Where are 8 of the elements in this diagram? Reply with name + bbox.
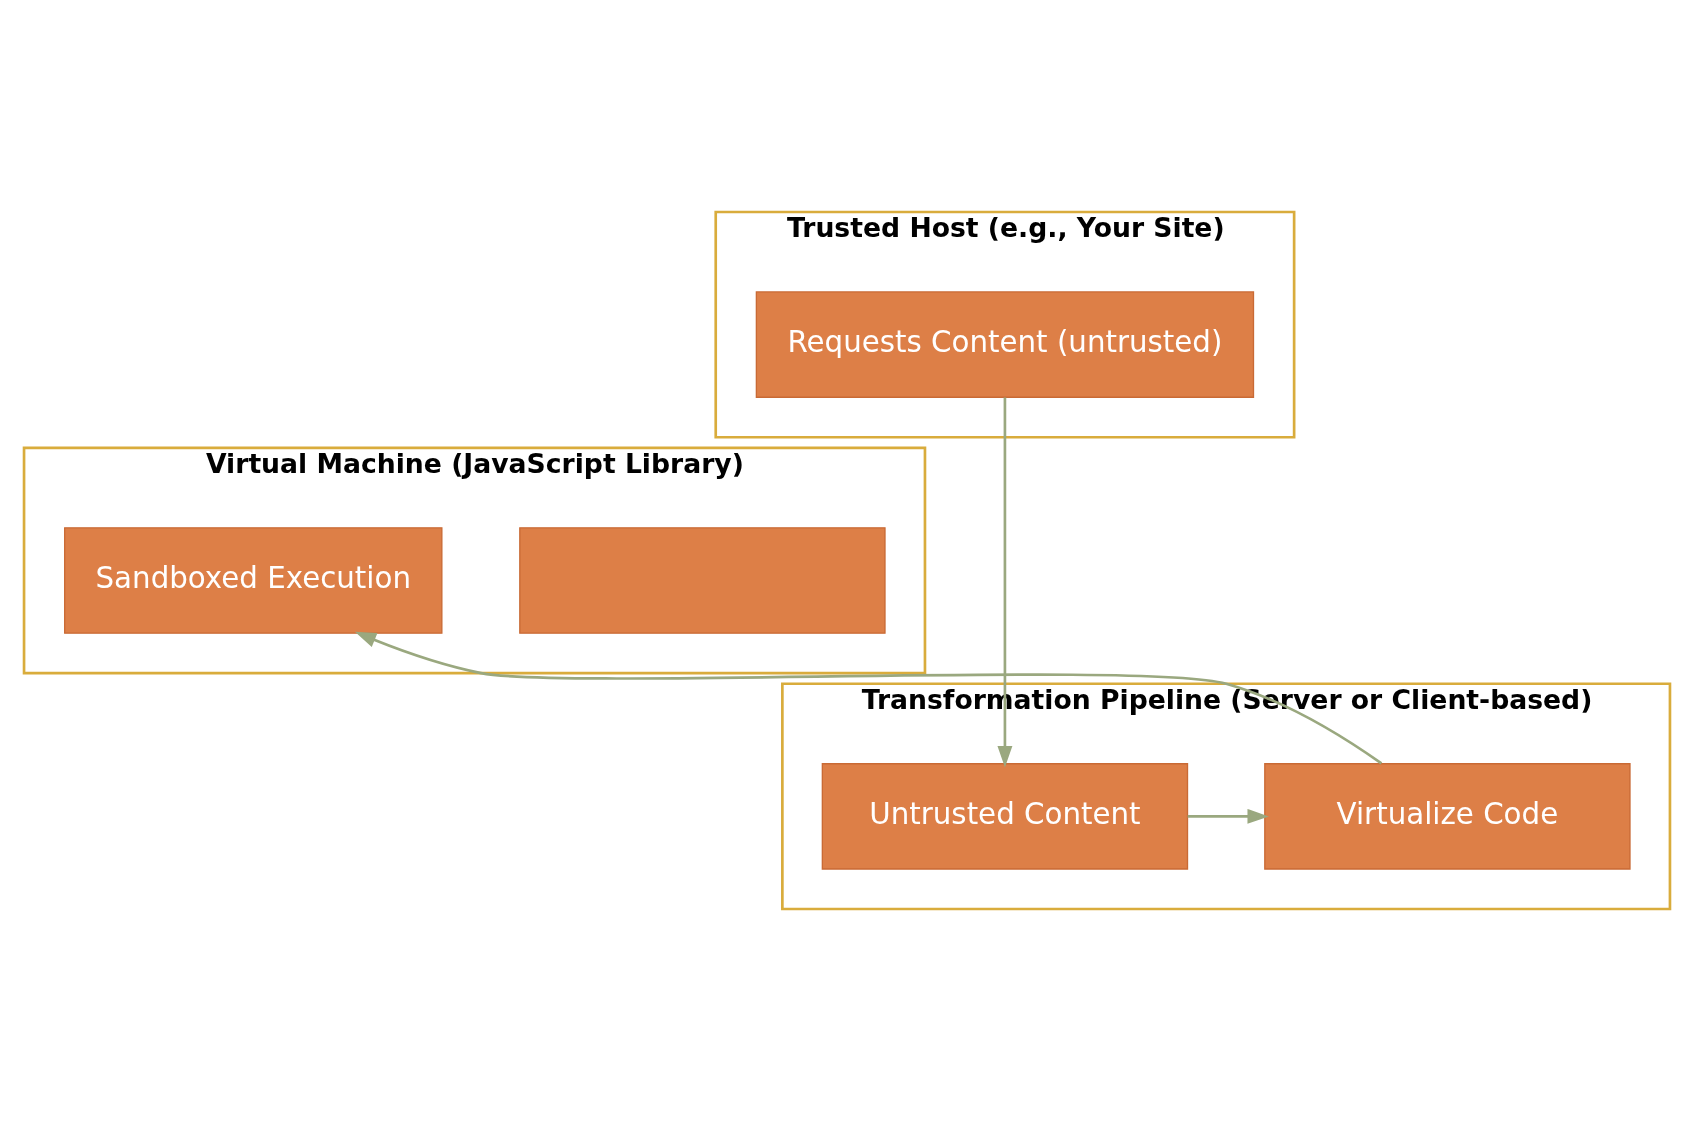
- node-box: [519, 527, 886, 634]
- node-box: Untrusted Content: [821, 763, 1189, 870]
- arrow: [1187, 808, 1269, 824]
- node-box: Requests Content (untrusted): [755, 291, 1255, 398]
- arrow: [354, 631, 1383, 765]
- node-box: Virtualize Code: [1264, 763, 1631, 870]
- node-box: Sandboxed Execution: [64, 527, 443, 634]
- arrow: [997, 397, 1013, 768]
